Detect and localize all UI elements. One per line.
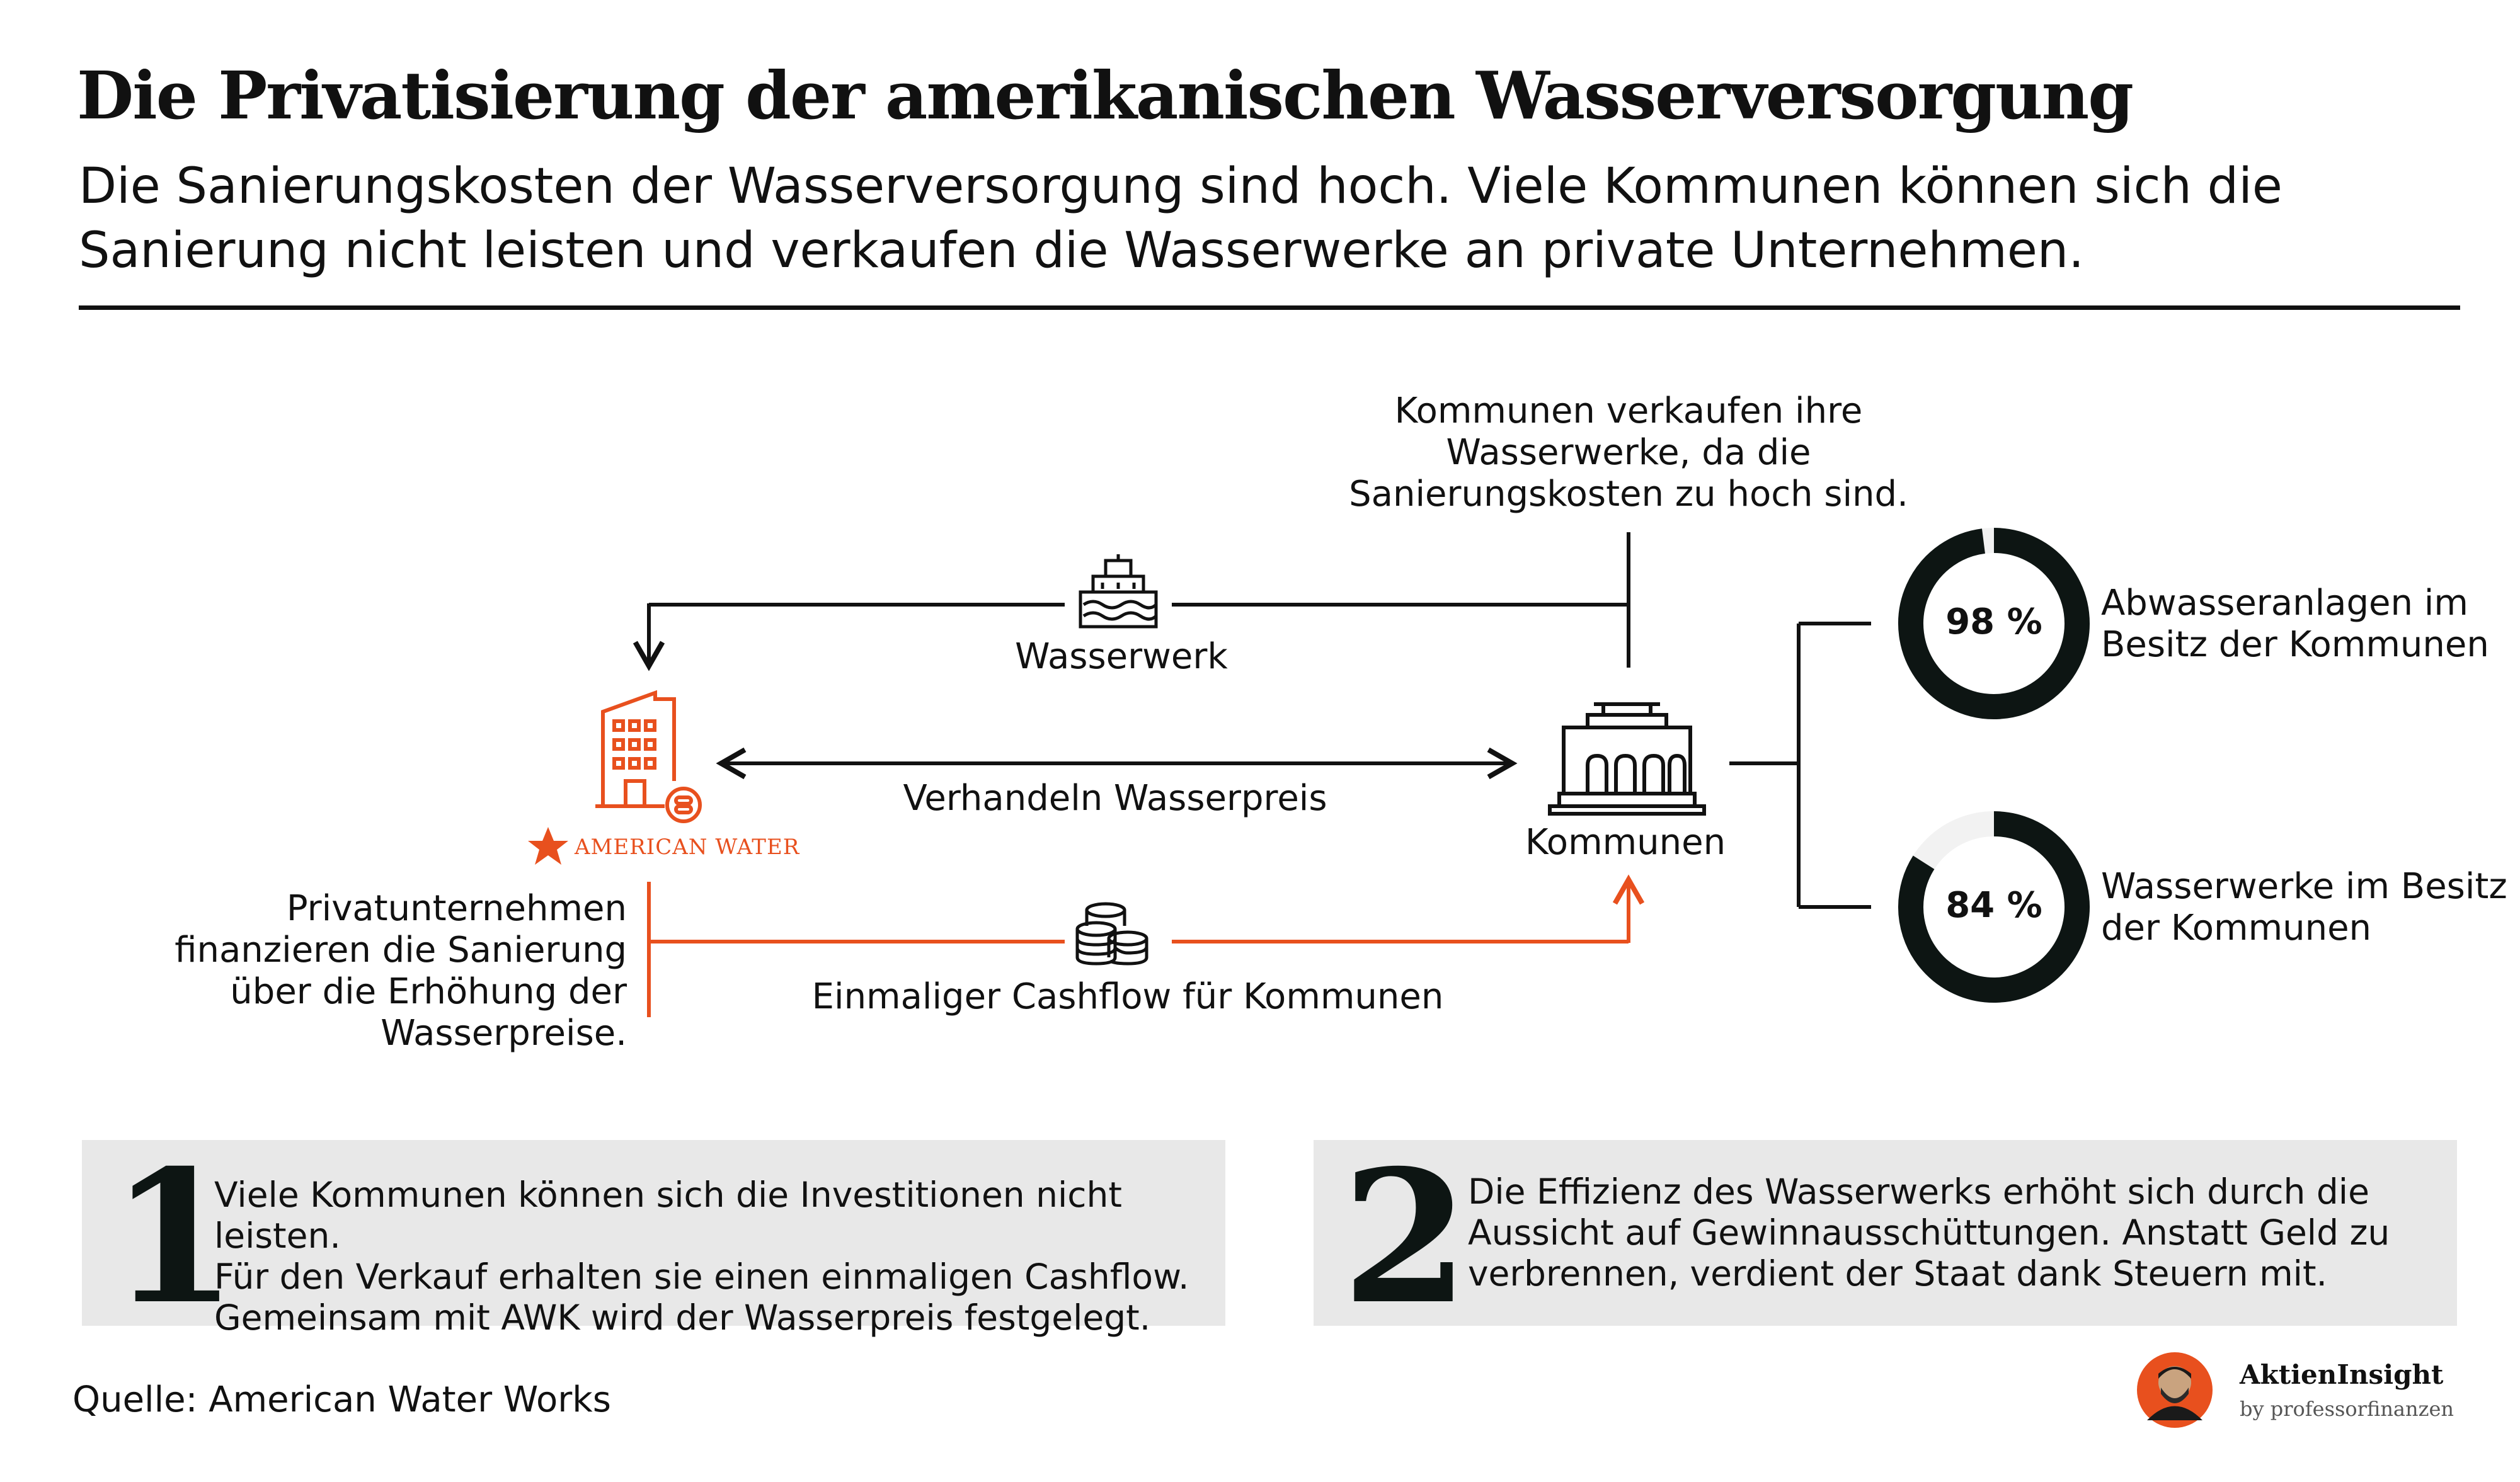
stat-2-value: 84 %	[1945, 885, 2042, 926]
info-box-2: 2 Die Effizienz des Wasserwerks erhöht s…	[1314, 1131, 2457, 1345]
info-box-1-number: 1	[110, 1131, 238, 1345]
stat-1-value: 98 %	[1945, 601, 2042, 642]
page-title: Die Privatisierung der amerikanischen Wa…	[77, 57, 2134, 134]
info-box-1: 1 Viele Kommunen können sich die Investi…	[82, 1131, 1225, 1345]
wasserwerk-label: Wasserwerk	[1015, 636, 1228, 677]
stat-2-description: Wasserwerke im Besitz der Kommunen	[2101, 866, 2507, 949]
brand-byline: by professorfinanzen	[2240, 1397, 2454, 1421]
subtitle-line-1: Die Sanierungskosten der Wasserversorgun…	[79, 158, 2282, 215]
info-box-2-text: Die Effizienz des Wasserwerks erhöht sic…	[1468, 1171, 2390, 1294]
donut-chart-1	[1898, 528, 2090, 719]
coins-icon	[1075, 902, 1148, 966]
office-building-icon	[595, 690, 702, 823]
donut-arc-1	[1898, 528, 2090, 719]
source-note: Quelle: American Water Works	[72, 1379, 611, 1420]
donut-arc-2	[1898, 811, 2090, 1003]
private-note: Privatunternehmen finanzieren die Sanier…	[175, 888, 627, 1054]
header-divider	[79, 305, 2460, 310]
negotiate-label: Verhandeln Wasserpreis	[903, 778, 1327, 819]
kommunen-label: Kommunen	[1525, 822, 1726, 863]
info-box-2-number: 2	[1342, 1131, 1469, 1345]
water-plant-icon	[1079, 554, 1158, 629]
avatar-image	[2137, 1352, 2213, 1428]
stat-1-description: Abwasseranlagen im Besitz der Kommunen	[2101, 583, 2489, 665]
avatar	[2136, 1351, 2214, 1430]
company-logo-text: AMERICAN WATER	[575, 835, 800, 860]
flow-diagram	[528, 528, 2090, 1017]
government-building-icon	[1548, 702, 1706, 816]
top-note: Kommunen verkaufen ihre Wasserwerke, da …	[1349, 390, 1908, 515]
donut-chart-2	[1898, 811, 2090, 1003]
subtitle-line-2: Sanierung nicht leisten und verkaufen di…	[79, 222, 2085, 279]
page-subtitle: Die Sanierungskosten der Wasserversorgun…	[79, 154, 2473, 283]
brand-name: AktienInsight	[2240, 1359, 2444, 1390]
star-logo-icon	[528, 827, 568, 865]
info-box-1-text: Viele Kommunen können sich die Investiti…	[214, 1175, 1189, 1338]
cashflow-label: Einmaliger Cashflow für Kommunen	[811, 976, 1444, 1017]
